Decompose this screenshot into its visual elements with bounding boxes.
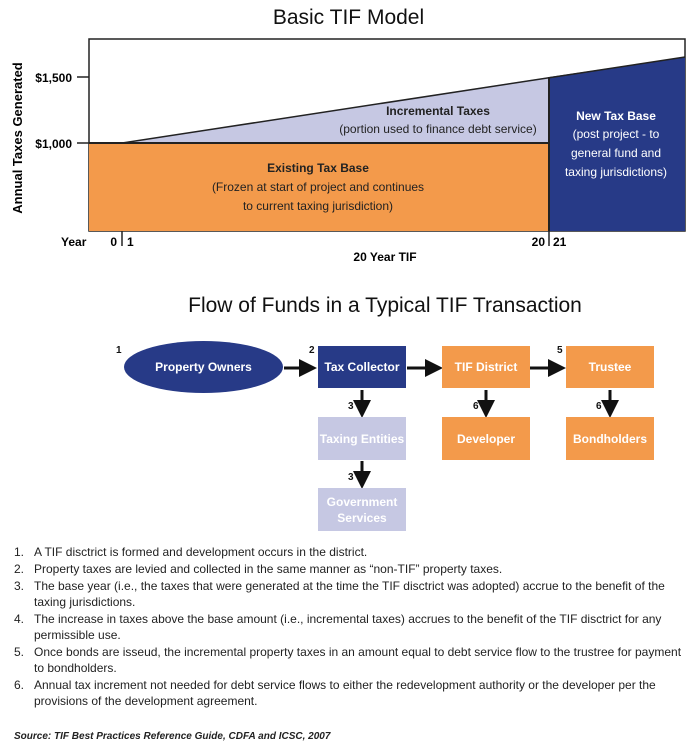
bondholders-label: Bondholders (573, 431, 647, 446)
new-tax-base-area (549, 57, 685, 231)
x-tick-label-21: 21 (553, 235, 567, 249)
step-number-1: 1 (116, 345, 122, 356)
x-tick-label-1: 1 (127, 235, 134, 249)
tax-collector-label: Tax Collector (324, 360, 400, 374)
x-axis-label: 20 Year TIF (353, 250, 416, 264)
step-number-6a: 6 (473, 401, 479, 412)
tif-district-label: TIF District (454, 360, 518, 374)
y-tick-label-1000: $1,000 (35, 137, 72, 151)
note-text: Property taxes are levied and collected … (34, 562, 503, 576)
year-label: Year (61, 235, 87, 249)
note-text: A TIF disctrict is formed and developmen… (34, 545, 368, 559)
note-number: 5. (14, 645, 25, 659)
note-text: The increase in taxes above the base amo… (34, 612, 662, 642)
new-base-line3: taxing jurisdictions) (565, 165, 667, 179)
note-item: 1. A TIF disctrict is formed and developm… (14, 544, 690, 560)
note-number: 3. (14, 579, 25, 593)
trustee-node: Trustee (566, 346, 654, 388)
note-text: The base year (i.e., the taxes that were… (34, 579, 665, 609)
step-number-3b: 3 (348, 472, 354, 483)
notes-list: 1. A TIF disctrict is formed and developm… (14, 544, 690, 710)
flow-arrows (284, 359, 619, 489)
note-text: Annual tax increment not needed for debt… (34, 678, 656, 708)
tif-model-chart: $1,500 $1,000 Annual Taxes Generated Yea… (10, 38, 686, 264)
step-number-2: 2 (309, 345, 315, 356)
property-owners-node: Property Owners (124, 341, 283, 393)
government-services-label-line1: Government (326, 494, 398, 509)
taxing-entities-label: Taxing Entities (319, 431, 405, 446)
note-item: 3. The base year (i.e., the taxes that we… (14, 578, 690, 610)
tax-collector-node: Tax Collector (318, 346, 406, 388)
step-number-3a: 3 (348, 401, 354, 412)
existing-title: Existing Tax Base (267, 161, 369, 175)
note-number: 1. (14, 545, 25, 559)
government-services-node: Government Services (318, 488, 406, 531)
trustee-label: Trustee (588, 360, 632, 374)
existing-subtitle-line2: to current taxing jurisdiction) (243, 199, 393, 213)
flow-title: Flow of Funds in a Typical TIF Transacti… (188, 294, 582, 317)
step-number-5: 5 (557, 345, 563, 356)
new-base-line2: general fund and (571, 146, 661, 160)
tif-district-node: TIF District (442, 346, 530, 388)
y-tick-label-1500: $1,500 (35, 71, 72, 85)
note-item: 2. Property taxes are levied and collecte… (14, 561, 690, 577)
incremental-subtitle: (portion used to finance debt service) (339, 122, 536, 136)
note-number: 2. (14, 562, 25, 576)
note-text: Once bonds are isseud, the incremental p… (34, 645, 682, 675)
incremental-title: Incremental Taxes (386, 104, 490, 118)
developer-label: Developer (456, 431, 516, 446)
increment-line (121, 56, 686, 144)
x-tick-label-20: 20 (532, 235, 546, 249)
x-tick-label-0: 0 (110, 235, 117, 249)
government-services-label-line2: Services (337, 510, 387, 525)
source-citation: Source: TIF Best Practices Reference Gui… (14, 731, 331, 742)
new-base-line1: (post project - to (573, 127, 660, 141)
chart-title: Basic TIF Model (272, 6, 425, 29)
y-axis-label: Annual Taxes Generated (10, 62, 25, 214)
new-base-title: New Tax Base (576, 109, 656, 123)
note-number: 6. (14, 678, 25, 692)
note-item: 5. Once bonds are isseud, the incremental… (14, 644, 690, 676)
note-item: 4. The increase in taxes above the base a… (14, 611, 690, 643)
note-number: 4. (14, 612, 25, 626)
bondholders-node: Bondholders (566, 417, 654, 460)
property-owners-label: Property Owners (155, 360, 252, 374)
developer-node: Developer (442, 417, 530, 460)
taxing-entities-node: Taxing Entities (318, 417, 406, 460)
existing-subtitle-line1: (Frozen at start of project and continue… (212, 180, 424, 194)
step-number-6b: 6 (596, 401, 602, 412)
existing-tax-base-area (89, 143, 549, 231)
note-item: 6. Annual tax increment not needed for de… (14, 677, 690, 709)
